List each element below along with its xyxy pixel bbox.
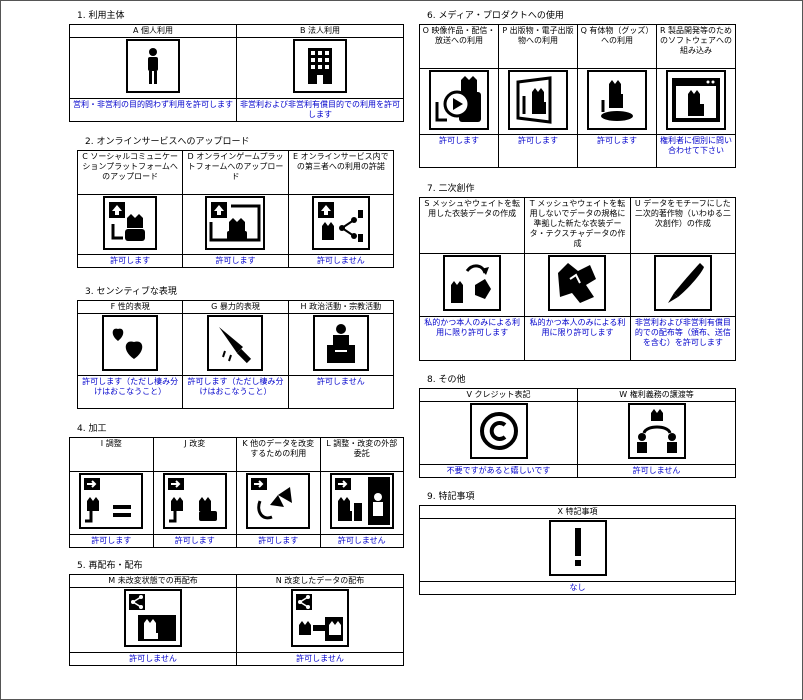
section-title: 8. その他 (427, 375, 466, 385)
header-h: H 政治活動・宗教活動 (287, 300, 395, 314)
header-s: S メッシュやウェイトを転用した衣装データの作成 (418, 197, 526, 254)
section-4: 4. 加工 I 調整 J 改変 K 他のデータを改変するための利用 L 調整・改… (69, 424, 404, 548)
pen-icon (653, 255, 712, 311)
status-i: 許可します (69, 534, 154, 548)
section-3-table: F 性的表現 G 暴力的表現 H 政治活動・宗教活動 許可します（ (76, 300, 395, 409)
podium-icon (312, 314, 369, 371)
section-title: 2. オンラインサービスへのアップロード (85, 137, 250, 147)
knife-icon (207, 314, 264, 371)
status-j: 許可します (152, 534, 237, 548)
header-d: D オンラインゲームプラットフォームへのアップロード (182, 150, 289, 195)
bow-tool-icon (246, 473, 311, 529)
status-d: 許可します (182, 254, 289, 268)
person-icon (126, 39, 180, 93)
header-t: T メッシュやウェイトを転用しないでデータの規格に準拠した新たな衣装データ・テク… (524, 197, 631, 254)
header-p: P 出版物・電子出版物への利用 (498, 24, 578, 69)
status-f: 許可します（ただし棲み分けはおこなうこと） (76, 375, 184, 409)
status-v: 不要ですがあると嬉しいです (419, 464, 578, 478)
section-2-table: C ソーシャルコミュニケーションプラットフォームへのアップロード D オンライン… (76, 150, 395, 268)
exclamation-icon (548, 520, 607, 576)
outsource-icon (329, 473, 394, 529)
status-t: 私的かつ本人のみによる利用に限り許可します (524, 316, 631, 361)
status-x: なし (419, 581, 736, 595)
section-title: 3. センシティブな表現 (85, 287, 177, 297)
section-title: 1. 利用主体 (77, 11, 125, 21)
adjust-equal-icon (79, 473, 144, 529)
upload-share-icon (311, 195, 370, 250)
header-j: J 改変 (152, 437, 237, 472)
status-k: 許可します (236, 534, 321, 548)
status-a: 営利・非営利の目的問わず利用を許可します (69, 98, 237, 122)
status-o: 許可します (419, 134, 499, 168)
status-l: 許可しません (319, 534, 404, 548)
building-icon (293, 39, 347, 93)
header-b: B 法人利用 (236, 24, 404, 38)
hearts-icon (102, 314, 159, 371)
section-3: 3. センシティブな表現 F 性的表現 G 暴力的表現 H 政治活動・宗教活動 (76, 287, 395, 409)
section-title: 9. 特記事項 (427, 492, 475, 502)
header-f: F 性的表現 (76, 300, 184, 314)
status-h: 許可しません (287, 375, 395, 409)
section-7-table: S メッシュやウェイトを転用した衣装データの作成 T メッシュやウェイトを転用し… (418, 197, 737, 361)
section-title: 7. 二次創作 (427, 184, 475, 194)
status-u: 非営利および非営利有償目的での配布等（頒布、送信を含む）を許可します (629, 316, 737, 361)
section-5-table: M 未改変状態での再配布 N 改変したデータの配布 許可しません 許可しません (69, 574, 404, 666)
modify-cat-icon (162, 473, 227, 529)
upload-cat-icon (103, 195, 158, 250)
header-w: W 権利義務の譲渡等 (577, 388, 736, 402)
header-e: E オンラインサービス内での第三者への利用の許諾 (287, 150, 395, 195)
section-9: 9. 特記事項 X 特記事項 なし (419, 492, 736, 595)
status-s: 私的かつ本人のみによる利用に限り許可します (418, 316, 526, 361)
status-m: 許可しません (69, 652, 237, 666)
section-2: 2. オンラインサービスへのアップロード C ソーシャルコミュニケーションプラッ… (76, 137, 395, 268)
status-p: 許可します (498, 134, 578, 168)
transfer-icon (627, 403, 686, 459)
video-cat-icon (429, 69, 489, 130)
header-c: C ソーシャルコミュニケーションプラットフォームへのアップロード (76, 150, 184, 195)
header-i: I 調整 (69, 437, 154, 472)
header-x: X 特記事項 (419, 505, 736, 519)
status-b: 非営利および非営利有償目的での利用を許可します (236, 98, 404, 122)
share-plain-icon (124, 589, 182, 647)
figure-cat-icon (587, 69, 647, 130)
status-r: 権利者に個別に問い合わせて下さい (656, 134, 736, 168)
section-8: 8. その他 V クレジット表記 W 権利義務の譲渡等 不要ですがあると嬉しいで… (419, 375, 736, 478)
book-cat-icon (508, 69, 568, 130)
section-1-table: A 個人利用 B 法人利用 営利・非営利の目的問わず利用を許可します 非営利およ… (69, 24, 404, 122)
section-title: 4. 加工 (77, 424, 107, 434)
status-e: 許可しません (287, 254, 395, 268)
status-q: 許可します (577, 134, 657, 168)
share-modified-icon (291, 589, 349, 647)
section-9-table: X 特記事項 なし (419, 505, 736, 595)
header-r: R 製品開発等のためのソフトウェアへの組み込み (656, 24, 736, 69)
header-q: Q 有体物（グッズ）への利用 (577, 24, 657, 69)
status-c: 許可します (76, 254, 184, 268)
status-n: 許可しません (236, 652, 404, 666)
section-1: 1. 利用主体 A 個人利用 B 法人利用 営利・非営利の目的問わず利用を許可し… (69, 11, 404, 122)
cloth-icon (548, 255, 607, 311)
section-8-table: V クレジット表記 W 権利義務の譲渡等 不要ですがあると嬉しいです 許可しませ… (419, 388, 736, 478)
status-w: 許可しません (577, 464, 736, 478)
copyright-icon (469, 403, 528, 459)
section-7: 7. 二次創作 S メッシュやウェイトを転用した衣装データの作成 T メッシュや… (418, 184, 737, 361)
section-6-table: O 映像作品・配信・放送への利用 P 出版物・電子出版物への利用 Q 有体物（グ… (419, 24, 736, 168)
section-6: 6. メディア・プロダクトへの使用 O 映像作品・配信・放送への利用 P 出版物… (419, 11, 736, 168)
mesh-arrow-icon (443, 255, 502, 311)
section-4-table: I 調整 J 改変 K 他のデータを改変するための利用 L 調整・改変の外部委託 (69, 437, 404, 548)
window-cat-icon (666, 69, 726, 130)
header-k: K 他のデータを改変するための利用 (236, 437, 321, 472)
status-g: 許可します（ただし棲み分けはおこなうこと） (182, 375, 289, 409)
section-title: 6. メディア・プロダクトへの使用 (427, 11, 564, 21)
header-n: N 改変したデータの配布 (236, 574, 404, 588)
header-a: A 個人利用 (69, 24, 237, 38)
header-o: O 映像作品・配信・放送への利用 (419, 24, 499, 69)
header-m: M 未改変状態での再配布 (69, 574, 237, 588)
header-g: G 暴力的表現 (182, 300, 289, 314)
section-title: 5. 再配布・配布 (77, 561, 143, 571)
header-l: L 調整・改変の外部委託 (319, 437, 404, 472)
section-5: 5. 再配布・配布 M 未改変状態での再配布 N 改変したデータの配布 許可しま… (69, 561, 404, 666)
header-v: V クレジット表記 (419, 388, 578, 402)
header-u: U データをモチーフにした二次的著作物（いわゆる二次創作）の作成 (629, 197, 737, 254)
upload-screen-cat-icon (205, 195, 266, 250)
